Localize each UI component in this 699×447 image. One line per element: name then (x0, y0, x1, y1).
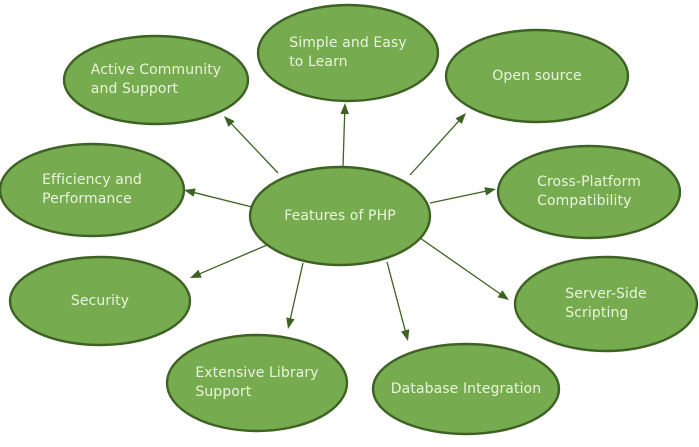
node-ellipse-active-community-and-support (62, 34, 250, 126)
node-ellipse-features-of-php (248, 165, 432, 267)
node-ellipse-simple-and-easy-to-learn (256, 3, 440, 103)
arrowhead-icon-active-community-and-support (224, 116, 235, 127)
connector-line-simple-and-easy-to-learn (342, 111, 346, 168)
node-ellipse-security (8, 255, 192, 347)
arrowhead-icon-server-side-scripting (497, 290, 509, 300)
node-ellipse-database-integration (371, 342, 561, 436)
arrowhead-icon-extensive-library-support (286, 317, 295, 329)
connector-line-active-community-and-support (229, 122, 279, 174)
connector-line-security (198, 244, 268, 276)
arrowhead-icon-open-source (455, 113, 466, 125)
arrowhead-icon-cross-platform-compatibility (484, 187, 496, 196)
arrowhead-icon-security (190, 269, 202, 278)
arrowhead-icon-database-integration (401, 329, 410, 341)
node-ellipse-server-side-scripting (513, 255, 699, 353)
connector-line-open-source (409, 119, 461, 176)
connector-line-cross-platform-compatibility (429, 190, 488, 204)
connector-line-efficiency-and-performance (192, 191, 253, 208)
connector-line-database-integration (386, 261, 407, 333)
node-ellipse-efficiency-and-performance (0, 142, 186, 238)
connector-line-extensive-library-support (289, 262, 304, 321)
arrowhead-icon-efficiency-and-performance (184, 188, 196, 197)
node-ellipse-cross-platform-compatibility (496, 144, 682, 240)
arrowhead-icon-simple-and-easy-to-learn (340, 103, 349, 115)
node-ellipse-open-source (444, 28, 630, 124)
connector-line-server-side-scripting (419, 237, 502, 296)
node-ellipse-extensive-library-support (165, 333, 349, 433)
